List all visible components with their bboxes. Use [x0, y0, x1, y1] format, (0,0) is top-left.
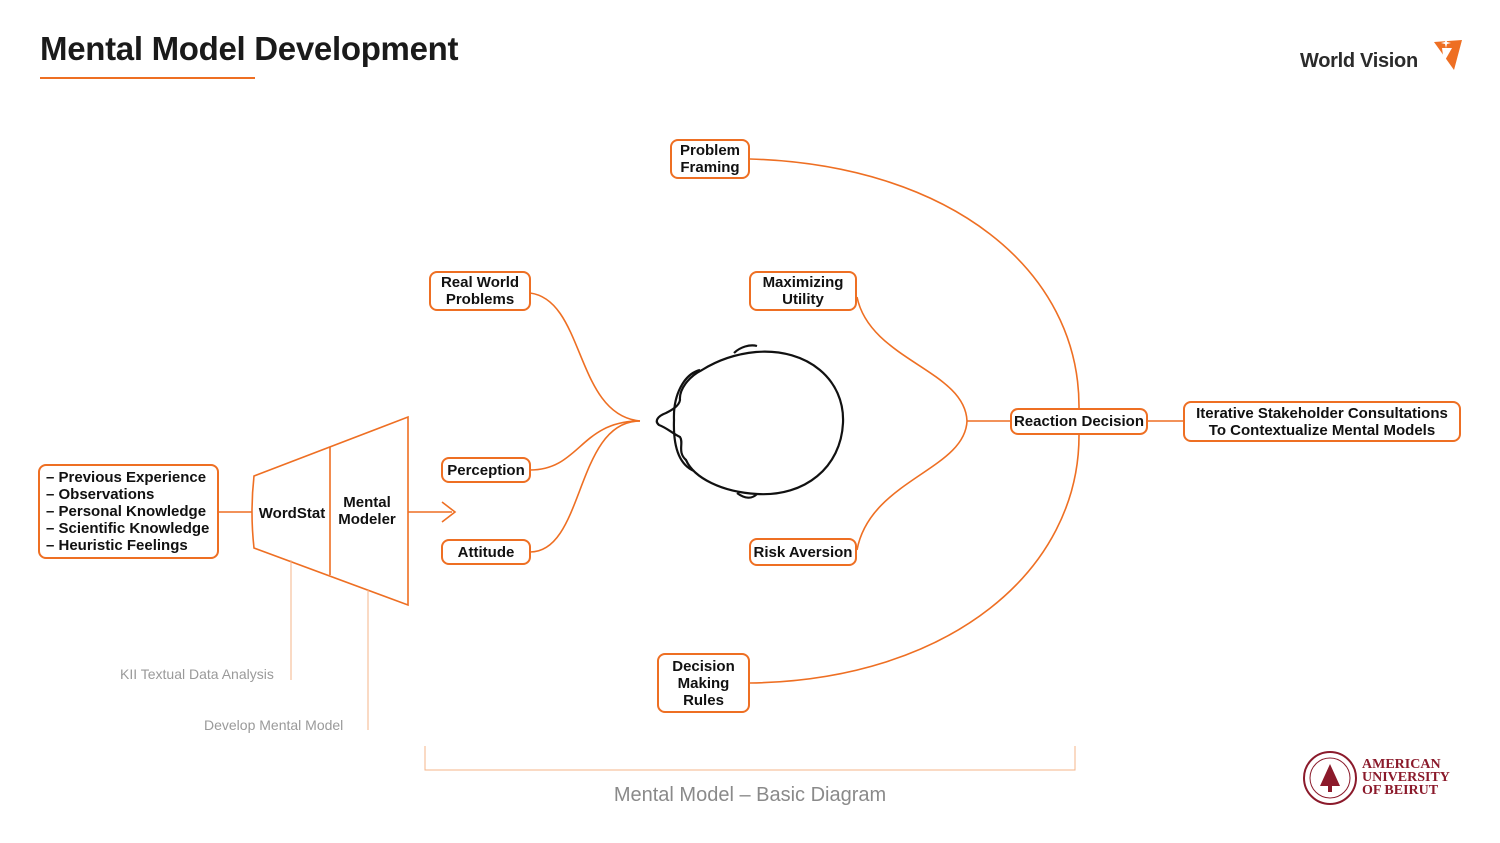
inputs-list: – Previous Experience – Observations – P… — [38, 464, 219, 559]
curve-risk — [856, 420, 968, 551]
node-attitude: Attitude — [441, 539, 531, 565]
funnel-label-wordstat: WordStat — [258, 505, 326, 522]
curve-real-world — [529, 292, 641, 422]
aub-seal-icon — [1303, 751, 1357, 805]
world-vision-logo: World Vision — [1300, 38, 1470, 74]
curve-attitude — [529, 420, 641, 553]
node-iterative-consultations: Iterative Stakeholder Consultations To C… — [1183, 401, 1461, 442]
curve-maximizing — [856, 296, 968, 422]
node-reaction-decision: Reaction Decision — [1010, 408, 1148, 435]
page-title: Mental Model Development — [40, 30, 459, 67]
node-problem-framing: Problem Framing — [670, 139, 750, 179]
title-underline — [40, 77, 255, 79]
aub-logo: AMERICAN UNIVERSITY OF BEIRUT — [1302, 752, 1467, 806]
aub-logo-text: AMERICAN UNIVERSITY OF BEIRUT — [1362, 757, 1450, 798]
star-mark-icon — [1434, 38, 1462, 70]
arrow-head-icon — [441, 501, 457, 523]
world-vision-logo-text: World Vision — [1300, 50, 1418, 72]
funnel-shape — [251, 415, 409, 607]
node-real-world-problems: Real World Problems — [429, 271, 531, 311]
diagram-caption: Mental Model – Basic Diagram — [613, 784, 887, 806]
node-decision-making-rules: Decision Making Rules — [657, 653, 750, 713]
curve-perception — [529, 420, 641, 471]
funnel-label-mental-modeler: Mental Modeler — [338, 494, 396, 528]
node-risk-aversion: Risk Aversion — [749, 538, 857, 566]
node-maximizing-utility: Maximizing Utility — [749, 271, 857, 311]
arc-decision-rules — [749, 433, 1080, 684]
arc-problem-framing — [749, 158, 1080, 409]
caption-bracket — [424, 746, 1076, 771]
node-perception: Perception — [441, 457, 531, 483]
head-icon — [655, 344, 845, 499]
annotation-develop: Develop Mental Model — [204, 717, 344, 733]
annotation-kii: KII Textual Data Analysis — [120, 666, 274, 682]
